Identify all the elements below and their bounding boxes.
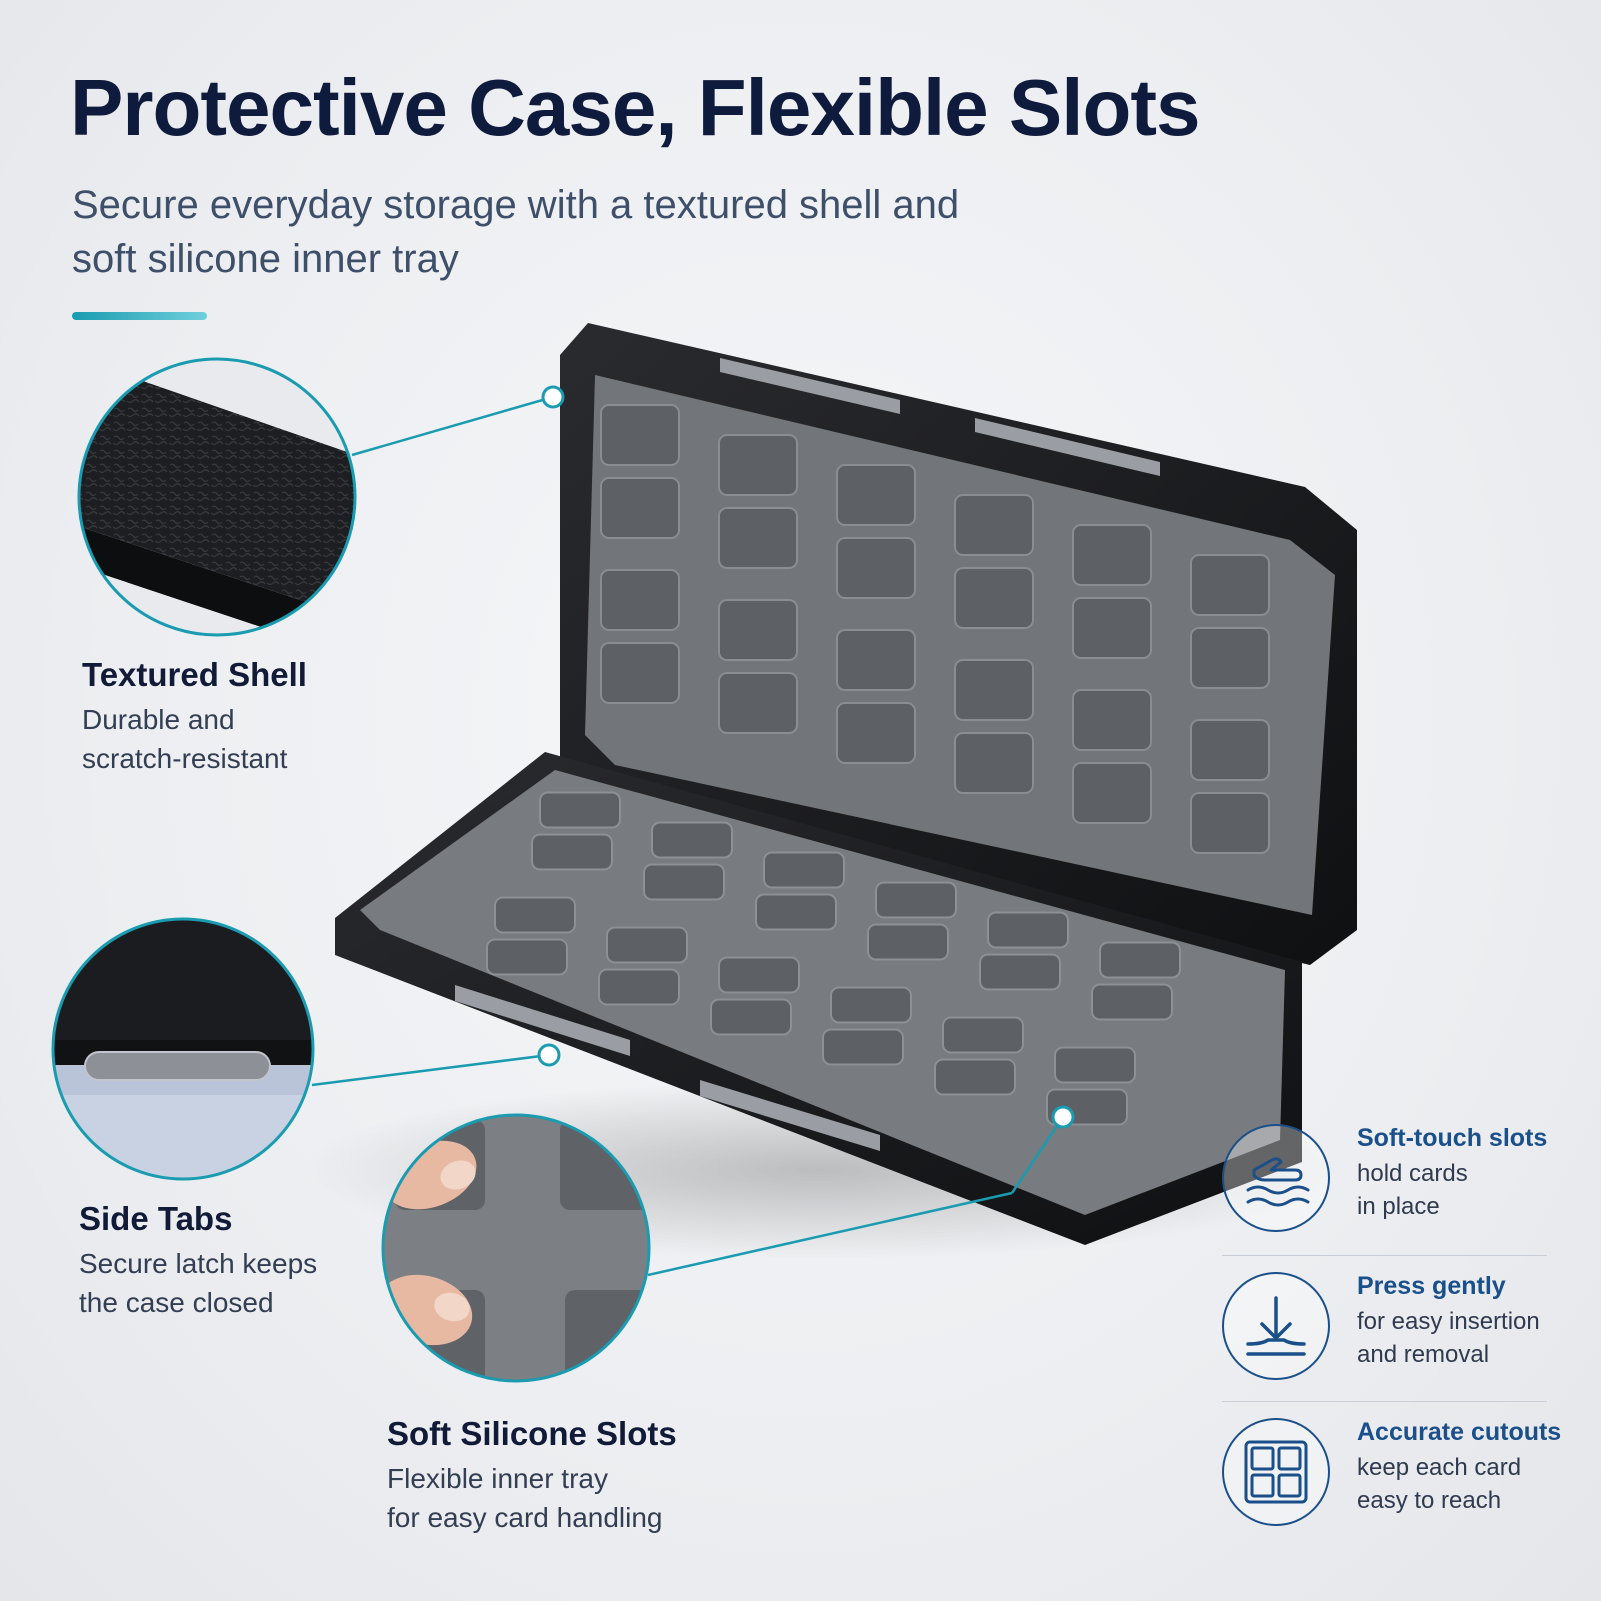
card-slot: [718, 956, 800, 994]
side-feature-desc-line: hold cards: [1357, 1160, 1468, 1187]
callout-dot-tabs: [537, 1043, 561, 1067]
divider: [1222, 1401, 1547, 1402]
card-slot: [875, 881, 957, 919]
card-slot: [1099, 941, 1181, 979]
card-slot: [867, 923, 949, 961]
card-slot: [836, 537, 916, 599]
card-slot: [718, 507, 798, 569]
card-slot: [1091, 983, 1173, 1021]
card-slot: [494, 896, 576, 934]
card-slot: [1190, 719, 1270, 781]
card-slot: [600, 569, 680, 631]
callout-desc-line: for easy card handling: [387, 1502, 663, 1533]
card-slot: [1190, 792, 1270, 854]
card-slot: [651, 821, 733, 859]
side-feature-desc-line: in place: [1357, 1193, 1440, 1220]
callout-dot-shell: [541, 385, 565, 409]
callout-title: Side Tabs: [79, 1200, 233, 1237]
callout-desc-line: the case closed: [79, 1287, 274, 1318]
card-slot: [1072, 689, 1152, 751]
card-slot: [1072, 762, 1152, 824]
zoom-side-tab: [51, 917, 315, 1181]
card-slot: [954, 494, 1034, 556]
card-slot: [954, 732, 1034, 794]
card-slot: [718, 599, 798, 661]
callout-dot-slots: [1051, 1105, 1075, 1129]
side-feature-title: Press gently: [1357, 1272, 1506, 1300]
card-slot: [600, 404, 680, 466]
card-slot: [836, 702, 916, 764]
callout-desc-line: Durable and: [82, 704, 235, 735]
side-feature-desc-line: for easy insertion: [1357, 1308, 1540, 1335]
card-slot: [822, 1028, 904, 1066]
callout-desc-line: Secure latch keeps: [79, 1248, 318, 1279]
zoom-textured-shell: [77, 357, 357, 637]
card-slot: [718, 672, 798, 734]
card-slot: [954, 567, 1034, 629]
card-slot: [755, 893, 837, 931]
callout-textured-shell: Textured Shell Durable and scratch-resis…: [82, 656, 382, 778]
card-slot: [1072, 524, 1152, 586]
card-slot: [600, 642, 680, 704]
card-slot: [942, 1016, 1024, 1054]
callout-side-tabs: Side Tabs Secure latch keeps the case cl…: [79, 1200, 379, 1322]
press-down-icon: [1222, 1272, 1330, 1380]
side-feature-desc-line: easy to reach: [1357, 1487, 1502, 1514]
card-slot: [643, 863, 725, 901]
card-slot: [710, 998, 792, 1036]
side-feature-desc-line: and removal: [1357, 1341, 1490, 1368]
callout-leaders: [311, 395, 1065, 1277]
side-feature-desc-line: keep each card: [1357, 1454, 1522, 1481]
hand-touch-icon: [1222, 1124, 1330, 1232]
callout-title: Soft Silicone Slots: [387, 1415, 677, 1452]
callout-title: Textured Shell: [82, 656, 307, 693]
card-slot: [1190, 627, 1270, 689]
side-feature-title: Soft-touch slots: [1357, 1124, 1548, 1152]
divider: [1222, 1255, 1547, 1256]
card-slot: [1072, 597, 1152, 659]
accent-bar: [72, 312, 207, 320]
card-slot: [836, 629, 916, 691]
card-slot: [979, 953, 1061, 991]
side-feature-accurate-cutouts: Accurate cutouts keep each card easy to …: [1222, 1418, 1561, 1530]
card-slot: [486, 938, 568, 976]
card-slot: [598, 968, 680, 1006]
card-slot: [539, 791, 621, 829]
callout-silicone-slots: Soft Silicone Slots Flexible inner tray …: [387, 1415, 717, 1537]
side-feature-soft-touch: Soft-touch slots hold cards in place: [1222, 1124, 1552, 1236]
card-slot: [600, 477, 680, 539]
card-slot: [954, 659, 1034, 721]
card-slot: [987, 911, 1069, 949]
card-slot: [836, 464, 916, 526]
card-slot: [531, 833, 613, 871]
callout-desc-line: scratch-resistant: [82, 743, 288, 774]
card-slot: [1190, 554, 1270, 616]
card-slot: [1054, 1046, 1136, 1084]
card-slot: [763, 851, 845, 889]
side-feature-press-gently: Press gently for easy insertion and remo…: [1222, 1272, 1552, 1384]
card-slot: [934, 1058, 1016, 1096]
page-title: Protective Case, Flexible Slots: [70, 63, 1200, 152]
case-lid: [560, 323, 1357, 965]
grid-cutout-icon: [1222, 1418, 1330, 1526]
card-slot: [718, 434, 798, 496]
page-subtitle: Secure everyday storage with a textured …: [72, 183, 960, 281]
card-slot: [830, 986, 912, 1024]
card-slot: [606, 926, 688, 964]
side-feature-title: Accurate cutouts: [1357, 1418, 1562, 1446]
callout-desc-line: Flexible inner tray: [387, 1463, 608, 1494]
